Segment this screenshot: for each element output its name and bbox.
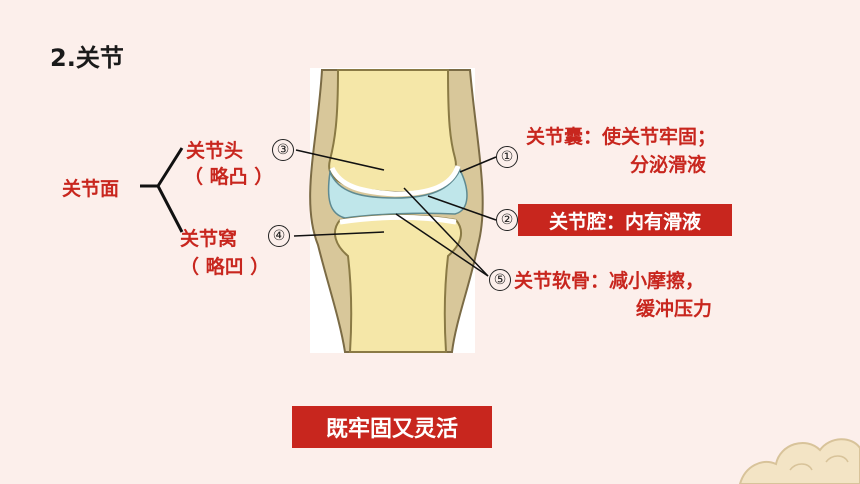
capsule-line1: 关节囊：使关节牢固； <box>526 126 717 148</box>
bracket <box>140 147 184 233</box>
leader-line-1 <box>459 156 497 173</box>
cartilage-line1: 关节软骨：减小摩擦， <box>514 270 705 292</box>
cavity-fluid <box>327 168 468 219</box>
summary-box: 既牢固又灵活 <box>292 406 492 448</box>
capsule-line2: 分泌滑液 <box>630 154 707 176</box>
marker-1: ① <box>496 146 518 168</box>
marker-5: ⑤ <box>489 269 511 291</box>
upper-cartilage <box>329 165 461 197</box>
page-title: 2.关节 <box>50 44 124 72</box>
leader-line-2 <box>427 195 497 221</box>
cavity-box: 关节腔：内有滑液 <box>518 204 732 236</box>
marker-2: ② <box>496 209 518 231</box>
leader-line-5a <box>403 187 489 277</box>
leader-line-4 <box>293 231 385 237</box>
joint-surface-label: 关节面 <box>62 178 120 200</box>
lower-cartilage <box>339 215 457 225</box>
joint-head-label: 关节头 <box>186 140 244 162</box>
cartilage-line2: 缓冲压力 <box>636 298 713 320</box>
marker-3: ③ <box>272 139 294 161</box>
joint-socket-note: （ 略凹 ） <box>180 256 270 278</box>
leader-line-5b <box>395 213 489 277</box>
marker-4: ④ <box>268 225 290 247</box>
joint-head-note: （ 略凸 ） <box>184 166 274 188</box>
leader-line-3 <box>295 149 385 171</box>
joint-socket-label: 关节窝 <box>180 228 238 250</box>
